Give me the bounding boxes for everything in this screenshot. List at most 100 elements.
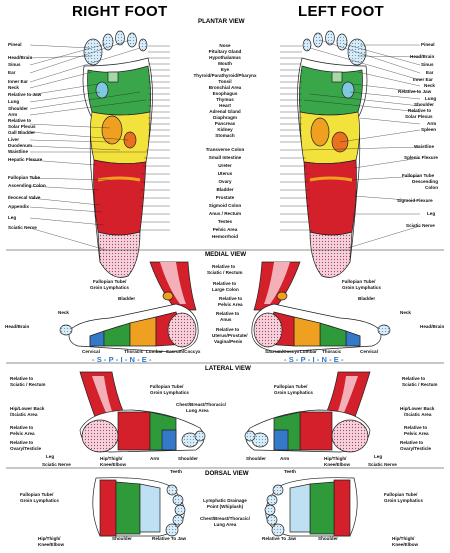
label: Duodenum: [8, 143, 32, 148]
label: Groin Lymphatics: [384, 498, 423, 503]
label: Bladder: [216, 187, 233, 192]
medial-left-foot: [251, 261, 391, 353]
label: Pineal: [8, 42, 22, 47]
label: Shoulder: [8, 106, 28, 111]
section-plantar-view: PLANTAR VIEW: [198, 18, 245, 25]
label: Groin Lymphatics: [342, 285, 381, 290]
label: Groin Lymphatics: [90, 285, 129, 290]
label: Uterus: [218, 171, 233, 176]
label: Tonsil: [218, 79, 231, 84]
label: Teeth: [170, 469, 182, 474]
label: Liver: [8, 137, 19, 142]
plantar-right-labels: Pineal Head/Brain Sinus Ear Inner Ear Ne…: [8, 42, 46, 230]
label: Waistline: [414, 144, 434, 149]
label: Appendix: [8, 204, 29, 209]
label: Arm: [427, 121, 436, 126]
label: Hip/Lower Back: [400, 406, 435, 411]
label: Waistline: [8, 149, 28, 154]
plantar-center-labels: Nose Pituitary Gland Hypothalamus Mouth …: [170, 42, 280, 239]
label: Relative To Jaw: [152, 536, 187, 541]
label: Fallopian Tube/: [274, 384, 308, 389]
label: Point (Whiplash): [207, 504, 244, 509]
label: Relative to: [219, 296, 242, 301]
label: Nose: [219, 43, 231, 48]
label: Diaphragm: [213, 115, 237, 120]
label: Gall Bladder: [8, 130, 35, 135]
label: Heart: [219, 103, 231, 108]
label: Fallopian Tube/: [150, 384, 184, 389]
label: Groin Lymphatics: [20, 498, 59, 503]
label: Hypothalamus: [209, 55, 241, 60]
medial-labels: Relative to Sciatic / Rectum Fallopian T…: [5, 264, 444, 364]
label: Knee/Elbow: [38, 542, 64, 547]
label: /Sciatic Area: [404, 412, 432, 417]
medial-right-foot: [59, 261, 199, 353]
dorsal-labels: Teeth Teeth Fallopian Tube/ Groin Lympha…: [20, 469, 423, 547]
label: Knee/Elbow: [324, 462, 350, 467]
label: Neck: [8, 85, 19, 90]
label: Eye: [221, 67, 230, 72]
label: Sciatic Nerve: [42, 462, 71, 467]
label: Colon: [425, 185, 438, 190]
label: Relative to: [8, 118, 31, 123]
label: Relative to: [404, 425, 427, 430]
label: Anus: [220, 317, 232, 322]
label: Ascending Colon: [8, 183, 46, 188]
label: Relative to Jaw: [8, 92, 42, 97]
label: Relative to: [10, 376, 33, 381]
label: Hip/Thigh/: [392, 536, 415, 541]
label: Neck: [400, 310, 411, 315]
label: Uterus/Prostate/: [212, 333, 248, 338]
label: Ovary/Testicle: [400, 446, 432, 451]
lateral-right-foot: [79, 371, 206, 453]
label: Relative to: [400, 440, 423, 445]
label: Lymphatic Drainage: [203, 498, 247, 503]
label: Relative to Jaw: [398, 89, 432, 94]
label: Thoracic: [322, 349, 342, 354]
label: Head/Brain: [5, 324, 29, 329]
label: Lumbar: [146, 349, 163, 354]
label: Esophagus: [213, 91, 238, 96]
section-lateral-view: LATERAL VIEW: [205, 365, 251, 372]
label: Relative to: [216, 327, 239, 332]
label: Arm: [8, 112, 17, 117]
label: Sciatic / Rectum: [10, 382, 46, 387]
label: Relative to: [408, 108, 431, 113]
label: Hip/Lower Back: [10, 406, 45, 411]
label: Arm: [280, 456, 289, 461]
label: Shoulder: [318, 536, 338, 541]
label: Head/Brain: [420, 324, 444, 329]
label: Descending: [412, 179, 438, 184]
label: Neck: [424, 83, 435, 88]
label: Ear: [8, 70, 16, 75]
label: Pelvic Area: [213, 227, 238, 232]
label: Sacrum/Coccyx: [166, 349, 201, 354]
label: Sciatic Nerve: [368, 462, 397, 467]
label: Sciatic Nerve: [8, 225, 37, 230]
label: Splenic Flexure: [404, 155, 438, 160]
label: Knee/Elbow: [392, 542, 418, 547]
label: Sciatic Nerve: [406, 223, 435, 228]
label: Pelvic Area: [404, 431, 429, 436]
label: Pelvic Area: [218, 302, 243, 307]
lateral-left-foot: [244, 371, 371, 453]
label: Sciatic / Rectum: [402, 382, 438, 387]
title-right-foot: RIGHT FOOT: [72, 3, 168, 20]
label: Ovary: [218, 179, 231, 184]
spine-label-right: -S-P-I-N-E-: [92, 355, 154, 364]
label: Inner Ear: [8, 79, 28, 84]
label: Hepatic Flexure: [8, 157, 43, 162]
label: Ovary/Testicle: [10, 446, 42, 451]
title-left-foot: LEFT FOOT: [298, 3, 384, 20]
label: Head/Brain: [410, 54, 434, 59]
lateral-labels: Relative to Sciatic / Rectum Fallopian T…: [10, 376, 438, 467]
plantar-left-labels: Pineal Head/Brain Sinus Ear Inner Ear Ne…: [397, 42, 438, 228]
label: Solar Plexus: [8, 124, 36, 129]
label: Lumbar: [300, 349, 317, 354]
label: Solar Plexus: [405, 114, 433, 119]
section-dorsal-view: DORSAL VIEW: [205, 470, 249, 477]
label: Relative to: [10, 425, 33, 430]
label: Bladder: [358, 296, 375, 301]
label: Sigmoid Flexure: [397, 198, 433, 203]
